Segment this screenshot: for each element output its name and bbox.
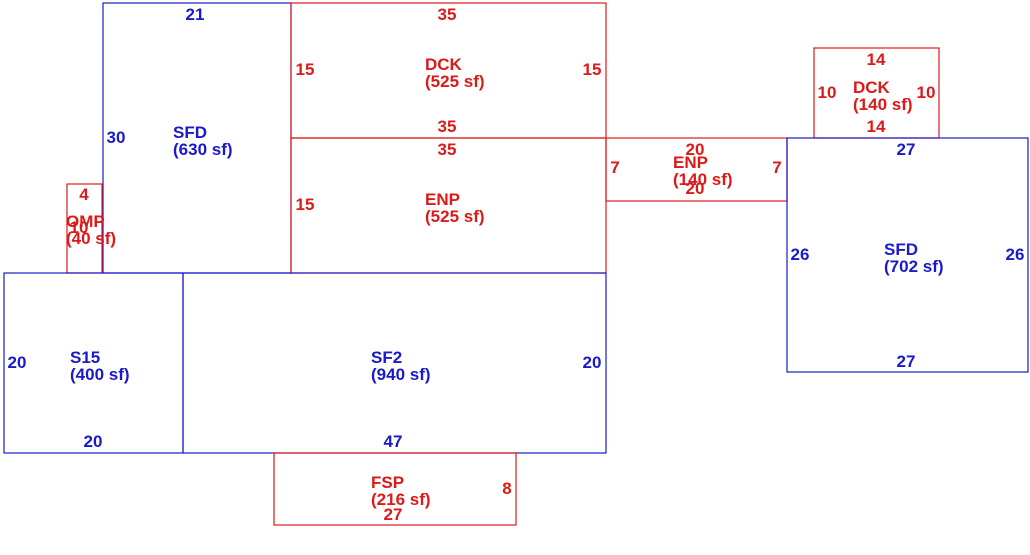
area-code-label: SF2 <box>371 348 402 367</box>
area-omp: OMP(40 sf) 4 10 <box>66 183 116 274</box>
area-size-label: (140 sf) <box>853 95 913 114</box>
area-code-label: OMP <box>66 212 105 231</box>
area-code-label: S15 <box>70 348 100 367</box>
dimension-left: 30 <box>107 128 126 147</box>
area-enp-main: ENP(525 sf) 35 15 <box>290 137 607 274</box>
area-size-label: (140 sf) <box>673 170 733 189</box>
area-dck-top: DCK(525 sf) 35 35 15 15 <box>290 2 607 139</box>
dimension-right: 20 <box>583 353 602 372</box>
area-s15: S15(400 sf) 20 20 <box>3 272 184 454</box>
area-size-label: (630 sf) <box>173 140 233 159</box>
dimension-top: 27 <box>897 140 916 159</box>
dimension-right: 7 <box>772 158 781 177</box>
area-size-label: (525 sf) <box>425 72 485 91</box>
area-sfd-right: SFD(702 sf) 27 27 26 26 <box>786 137 1029 373</box>
dimension-left: 26 <box>791 245 810 264</box>
area-code-label: SFD <box>884 240 918 259</box>
area-code-label: SFD <box>173 123 207 142</box>
area-code-label: ENP <box>425 190 460 209</box>
area-outline <box>273 452 517 526</box>
area-code-label: DCK <box>425 55 463 74</box>
area-size-label: (400 sf) <box>70 365 130 384</box>
dimension-left: 10 <box>818 83 837 102</box>
dimension-bottom: 20 <box>686 179 705 198</box>
area-size-label: (525 sf) <box>425 207 485 226</box>
area-size-label: (40 sf) <box>66 229 116 248</box>
area-code-label: ENP <box>673 153 708 172</box>
dimension-right: 10 <box>917 83 936 102</box>
dimension-bottom: 35 <box>438 117 457 136</box>
dimension-top: 14 <box>867 50 886 69</box>
dimension-top: 35 <box>438 140 457 159</box>
dimension-left: 7 <box>610 158 619 177</box>
dimension-left: 20 <box>8 353 27 372</box>
dimension-top: 21 <box>186 5 205 24</box>
dimension-left: 15 <box>296 60 315 79</box>
area-code-label: DCK <box>853 78 891 97</box>
dimension-left: 10 <box>70 218 89 237</box>
area-fsp: FSP(216 sf)27 8 <box>273 452 517 526</box>
area-size-label: (216 sf) <box>371 490 431 509</box>
area-sfd-left: SFD(630 sf) 21 30 <box>102 2 292 274</box>
dimension-bottom: 14 <box>867 117 886 136</box>
dimension-bottom: 27 <box>384 505 403 524</box>
dimension-left: 15 <box>296 195 315 214</box>
dimension-bottom: 20 <box>84 432 103 451</box>
dimension-right: 15 <box>583 60 602 79</box>
dimension-right: 26 <box>1006 245 1025 264</box>
dimension-top: 4 <box>79 185 89 204</box>
area-sf2: SF2(940 sf) 47 20 <box>182 272 607 454</box>
dimension-top: 20 <box>686 140 705 159</box>
area-code-label: FSP <box>371 473 404 492</box>
area-dck-small: DCK(140 sf) 14 14 10 10 <box>813 47 940 139</box>
dimension-right: 8 <box>502 479 511 498</box>
area-size-label: (702 sf) <box>884 257 944 276</box>
area-size-label: (940 sf) <box>371 365 431 384</box>
dimension-top: 35 <box>438 5 457 24</box>
dimension-bottom: 27 <box>897 352 916 371</box>
area-outline <box>786 137 1029 373</box>
dimension-bottom: 47 <box>384 432 403 451</box>
